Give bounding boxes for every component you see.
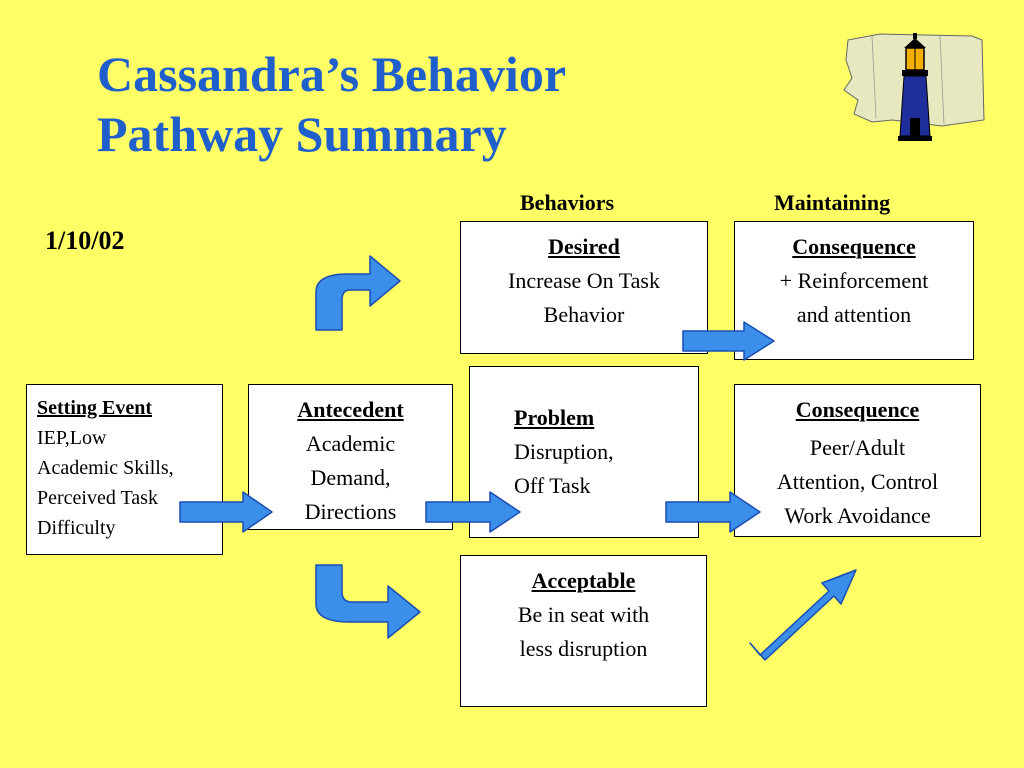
setting-event-box: Setting Event IEP,Low Academic Skills, P… bbox=[26, 384, 223, 555]
problem-line: Disruption, bbox=[514, 439, 614, 464]
setting-event-line: IEP,Low bbox=[37, 427, 107, 449]
antecedent-line: Directions bbox=[304, 499, 397, 524]
problem-line: Off Task bbox=[514, 473, 591, 498]
problem-heading: Problem bbox=[514, 405, 595, 430]
setting-event-line: Difficulty bbox=[37, 517, 116, 539]
title-line-2: Pathway Summary bbox=[97, 106, 507, 162]
setting-event-line: Academic Skills, bbox=[37, 457, 174, 479]
curved-up-right-arrow-icon bbox=[315, 255, 401, 331]
problem-box: Problem Disruption, Off Task bbox=[469, 366, 699, 538]
desired-line: Increase On Task bbox=[508, 268, 660, 293]
consequence-desired-heading: Consequence bbox=[792, 234, 916, 259]
consequence-problem-line: Peer/Adult bbox=[809, 435, 906, 460]
consequence-desired-box: Consequence + Reinforcement and attentio… bbox=[734, 221, 974, 360]
desired-heading: Desired bbox=[548, 234, 620, 259]
washington-state-lighthouse-icon bbox=[843, 33, 985, 141]
desired-line: Behavior bbox=[543, 302, 625, 327]
setting-event-line: Perceived Task bbox=[37, 487, 158, 509]
acceptable-box: Acceptable Be in seat with less disrupti… bbox=[460, 555, 707, 707]
acceptable-line: less disruption bbox=[519, 636, 648, 661]
title-line-1: Cassandra’s Behavior bbox=[97, 46, 567, 102]
setting-event-heading: Setting Event bbox=[37, 397, 152, 419]
consequence-desired-line: + Reinforcement bbox=[779, 268, 929, 293]
consequence-problem-line: Work Avoidance bbox=[784, 503, 931, 528]
behaviors-header: Behaviors bbox=[520, 190, 615, 215]
consequence-problem-line: Attention, Control bbox=[776, 469, 939, 494]
consequence-problem-box: Consequence Peer/Adult Attention, Contro… bbox=[734, 384, 981, 537]
curved-down-right-arrow-icon bbox=[315, 564, 421, 639]
acceptable-line: Be in seat with bbox=[517, 602, 650, 627]
desired-box: Desired Increase On Task Behavior bbox=[460, 221, 708, 354]
consequence-problem-heading: Consequence bbox=[795, 397, 920, 422]
antecedent-heading: Antecedent bbox=[297, 397, 404, 422]
date-label: 1/10/02 bbox=[45, 226, 125, 255]
page-title: Cassandra’s Behavior Pathway Summary bbox=[97, 44, 566, 164]
maintaining-header: Maintaining bbox=[774, 190, 891, 215]
consequence-desired-line: and attention bbox=[796, 302, 912, 327]
antecedent-box: Antecedent Academic Demand, Directions bbox=[248, 384, 453, 530]
diagonal-arrow-icon bbox=[749, 569, 857, 661]
antecedent-line: Academic bbox=[305, 431, 396, 456]
antecedent-line: Demand, bbox=[310, 465, 391, 490]
acceptable-heading: Acceptable bbox=[531, 568, 636, 593]
